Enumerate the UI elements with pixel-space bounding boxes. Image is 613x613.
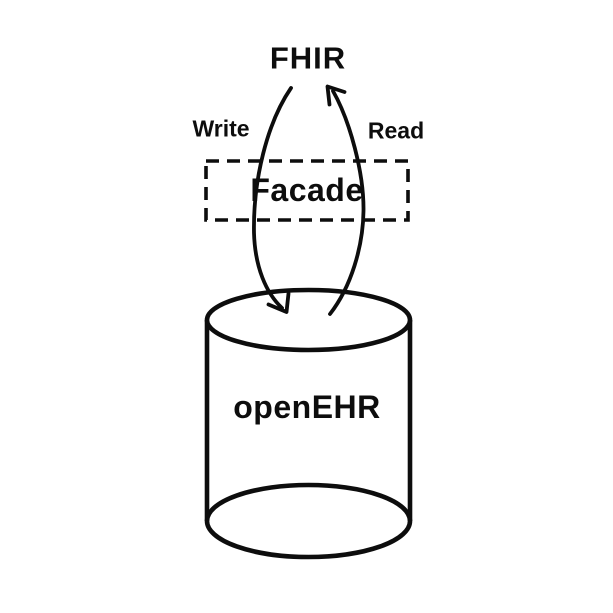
diagram-strokes (204, 84, 413, 560)
facade-box (204, 159, 410, 222)
fhir-node-label: FHIR (269, 40, 347, 76)
read-arrowhead-icon (325, 84, 347, 107)
cylinder-bottom-ellipse (204, 482, 413, 560)
cylinder-top-ellipse (204, 287, 413, 353)
openehr-node-label: openEHR (233, 389, 381, 425)
openehr-cylinder (204, 287, 413, 560)
write-arrowhead-icon (266, 291, 291, 314)
read-arrow (325, 84, 366, 316)
read-edge-label: Read (367, 117, 425, 144)
write-arrow (252, 86, 293, 314)
read-arrow-path (328, 89, 366, 316)
write-edge-label: Write (192, 115, 250, 142)
write-arrow-path (252, 86, 293, 310)
facade-node-label: Facade (250, 172, 364, 208)
